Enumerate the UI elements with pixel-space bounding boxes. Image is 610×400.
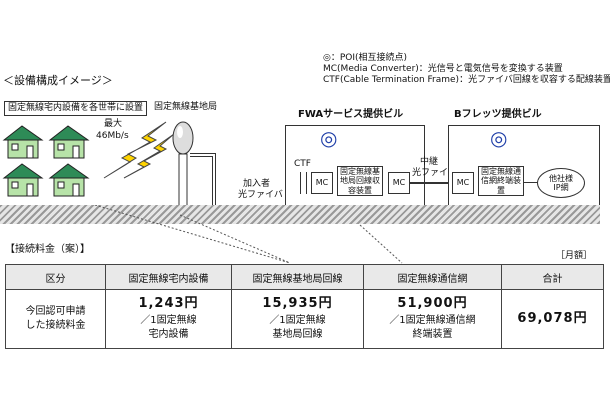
subscriber-fiber-label-1: 加入者 (243, 179, 271, 189)
house-icon (48, 163, 90, 197)
wireless-lightning-icon (103, 121, 175, 179)
house-icon (2, 163, 44, 197)
ctf-label: CTF (294, 159, 311, 169)
fwa-poi-icon: ◎ (320, 126, 338, 150)
legend-ctf: CTF(Cable Termination Frame)：光ファイバ回線を収容す… (323, 75, 610, 85)
header-network: 固定無線通信網 (363, 264, 502, 290)
bflets-building (448, 125, 600, 207)
subscriber-fiber-label-2: 光ファイバ (238, 190, 283, 200)
houses-illustration (2, 125, 90, 197)
relay-fiber-line (410, 182, 450, 184)
base-station-antenna (172, 121, 194, 212)
guide-lines (94, 205, 403, 264)
header-category: 区分 (5, 264, 106, 290)
ctf-icon (300, 172, 307, 194)
bflets-poi-icon: ◎ (490, 126, 508, 150)
fees-title: 【接続料金（案）】 (5, 244, 90, 255)
fees-table: 区分 固定無線宅内設備 固定無線基地局回線 固定無線通信網 合計 今回認可申請し… (5, 264, 604, 349)
header-base-station-line: 固定無線基地局回線 (231, 264, 364, 290)
max-label: 最大 (104, 119, 123, 129)
houses-label: 固定無線宅内設備を各世帯に設置 (4, 101, 148, 116)
ground (0, 205, 600, 224)
ip-network-link (524, 182, 538, 183)
fwa-mc-box: MC (311, 172, 333, 194)
row-label: 今回認可申請した接続料金 (5, 289, 106, 349)
relay-fiber-label-2: 光ファイバ (412, 168, 457, 178)
legend-mc: MC(Media Converter)：光信号と電気信号を変換する装置 (323, 64, 563, 74)
cell-network: 51,900円／1固定無線通信網終端装置 (363, 289, 502, 349)
cell-total: 69,078円 (501, 289, 604, 349)
base-station-label: 固定無線基地局 (154, 102, 218, 112)
legend-poi: ◎：POI(相互接続点) (323, 53, 408, 63)
diagram-heading: ＜設備構成イメージ＞ (3, 74, 113, 87)
speed-label: 46Mb/s (96, 131, 129, 141)
table-row: 今回認可申請した接続料金 1,243円／1固定無線宅内設備 15,935円／1固… (5, 289, 604, 349)
cell-base-station-line: 15,935円／1固定無線基地局回線 (231, 289, 364, 349)
house-icon (2, 125, 44, 159)
table-header-row: 区分 固定無線宅内設備 固定無線基地局回線 固定無線通信網 合計 (5, 264, 604, 290)
fwa-equipment-box: 固定無線基地局回線収容装置 (337, 166, 383, 196)
house-icon (48, 125, 90, 159)
fees-unit: ［月額］ (556, 251, 593, 261)
header-total: 合計 (501, 264, 604, 290)
bflets-building-label: Bフレッツ提供ビル (454, 109, 542, 120)
relay-fiber-label-1: 中継 (420, 157, 439, 167)
fwa-mc-box-2: MC (388, 172, 410, 194)
fwa-building-label: FWAサービス提供ビル (298, 109, 404, 120)
header-home-equipment: 固定無線宅内設備 (105, 264, 232, 290)
comm-equipment-box: 固定無線通信網終端装置 (478, 166, 524, 196)
cell-home-equipment: 1,243円／1固定無線宅内設備 (105, 289, 232, 349)
bflets-mc-box: MC (452, 172, 474, 194)
